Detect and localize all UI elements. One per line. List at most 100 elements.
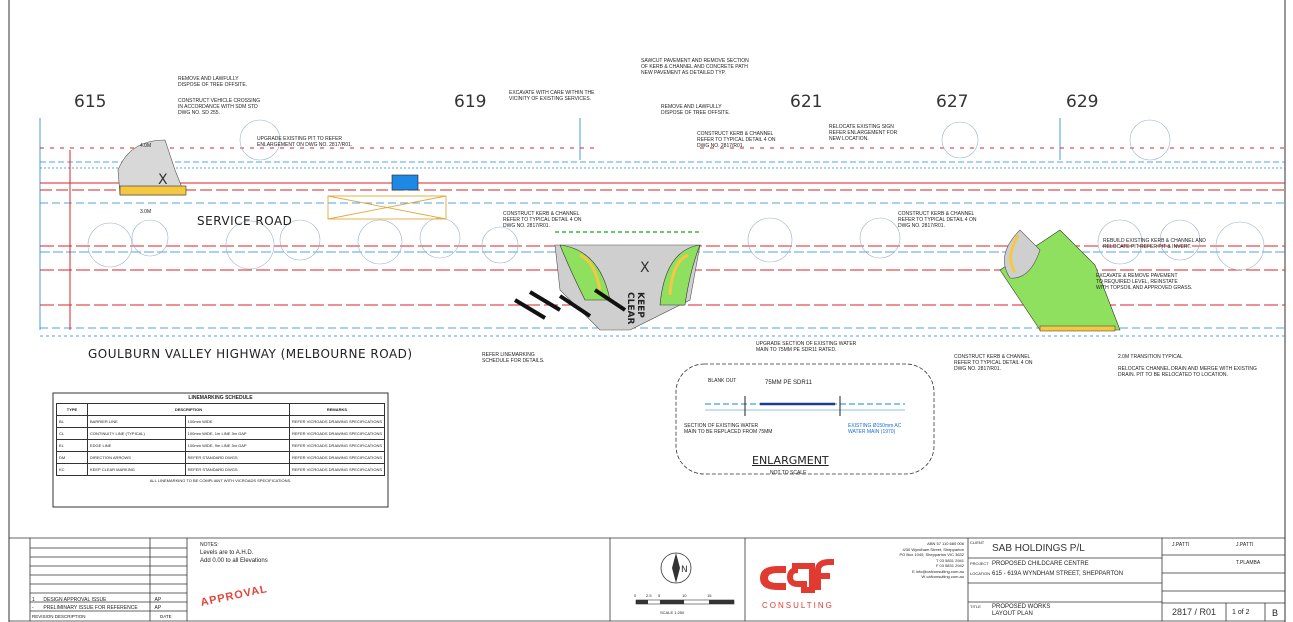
note-construct-kc-bottom: CONSTRUCT KERB & CHANNEL REFER TO TYPICA… [954, 354, 1033, 372]
note-sawcut: SAWCUT PAVEMENT AND REMOVE SECTION OF KE… [641, 58, 749, 76]
scale-tick-1: 2.5 [646, 593, 652, 598]
schedule-header-remarks: REMARKS [289, 403, 385, 416]
schedule-cell: REFER VICROADS DRAWING SPECIFICATIONS [289, 415, 385, 428]
highway-label: GOULBURN VALLEY HIGHWAY (MELBOURNE ROAD) [88, 347, 413, 361]
dimension-a: 4.0m [140, 143, 152, 149]
table-row: EL EDGE LINE 100mm WIDE, 9m LINE 3m GAP … [56, 439, 385, 452]
keep-text: KEEP [635, 292, 645, 318]
location-name: 615 - 619A WYNDHAM STREET, SHEPPARTON [992, 571, 1124, 577]
title-label: TITLE [970, 604, 981, 609]
schedule-cell: EDGE LINE [87, 439, 186, 452]
table-row: CL CONTINUITY LINE (TYPICAL) 100mm WIDE,… [56, 427, 385, 440]
note-rebuild-kc: REBUILD EXISTING KERB & CHANNEL AND RELO… [1103, 238, 1206, 250]
note-remove-tree-615: REMOVE AND LAWFULLY DISPOSE OF TREE OFFS… [178, 76, 248, 88]
approved-by: T.PLAMBA [1236, 560, 1261, 566]
north-arrow: N [660, 552, 692, 584]
schedule-header-description: DESCRIPTION [87, 403, 290, 416]
note-construct-kc-top: CONSTRUCT KERB & CHANNEL REFER TO TYPICA… [697, 131, 776, 149]
note-construct-kc-right: CONSTRUCT KERB & CHANNEL REFER TO TYPICA… [898, 211, 977, 229]
lot-number-621: 621 [790, 92, 823, 112]
enlargement-pipe [705, 396, 905, 416]
company-wordmark: CONSULTING [762, 601, 834, 610]
note-remove-tree-619: REMOVE AND LAWFULLY DISPOSE OF TREE OFFS… [661, 104, 731, 116]
lot-number-619: 619 [454, 92, 487, 112]
schedule-cell: BARRIER LINE [87, 415, 186, 428]
dimension-b: 3.0m [140, 209, 152, 215]
rev-number: 1 [32, 597, 35, 603]
schedule-cell: REFER VICROADS DRAWING SPECIFICATIONS [289, 439, 385, 452]
enlargement-title: ENLARGMENT [752, 454, 829, 467]
note-construct-kc-mid: CONSTRUCT KERB & CHANNEL REFER TO TYPICA… [503, 211, 582, 229]
note-vehicle-crossing: CONSTRUCT VEHICLE CROSSING IN ACCORDANCE… [178, 98, 261, 116]
table-row: BL BARRIER LINE 100mm WIDE REFER VICROAD… [56, 415, 385, 428]
schedule-frame [52, 392, 389, 508]
lot-number-627: 627 [936, 92, 969, 112]
removed-area [327, 195, 447, 220]
revision-row-2: - PRELIMINARY ISSUE FOR REFERENCE AP [32, 605, 182, 611]
enlargement-section-label: SECTION OF EXISTING WATER MAIN TO BE REP… [684, 423, 773, 435]
schedule-cell: REFER VICROADS DRAWING SPECIFICATIONS [289, 427, 385, 440]
table-row: DM DIRECTION ARROWS REFER STANDARD DWGS … [56, 451, 385, 464]
lot-number-615: 615 [74, 92, 107, 112]
note-relocate-drain: RELOCATE CHANNEL DRAIN AND MERGE WITH EX… [1118, 366, 1257, 378]
notes-line-1: Levels are to A.H.D. [200, 550, 254, 556]
schedule-header-type: TYPE [56, 403, 88, 416]
enlargement-frame [675, 363, 935, 475]
rev-by: AP [154, 597, 162, 603]
notes-line-2: Add 0.00 to all Elevations [200, 558, 268, 564]
revision-date-header: DATE [160, 614, 172, 619]
schedule-cell: DIRECTION ARROWS [87, 451, 186, 464]
rev-by: AP [154, 605, 162, 611]
schedule-cell: CL [56, 427, 88, 440]
revision-row-1: 1 DESIGN APPROVAL ISSUE AP [32, 597, 182, 603]
crossing-615: X [117, 139, 187, 196]
title-block-lines [9, 537, 1285, 622]
enlargement-existing-label: EXISTING Ø150mm AC WATER MAIN (1970) [848, 423, 902, 435]
note-upgrade-pit: UPGRADE EXISTING PIT TO REFER ENLARGEMEN… [257, 136, 353, 148]
svg-text:X: X [158, 172, 168, 188]
schedule-cell: CONTINUITY LINE (TYPICAL) [87, 427, 186, 440]
rev-description: DESIGN APPROVAL ISSUE [43, 597, 107, 603]
enlargement-scale: NOT TO SCALE [770, 470, 807, 476]
checked-by: J.PATTI [1236, 542, 1254, 548]
crossing-centre: X [513, 231, 701, 331]
note-excavate: EXCAVATE WITH CARE WITHIN THE VICINITY O… [509, 90, 595, 102]
schedule-header-row: TYPE DESCRIPTION REMARKS [56, 403, 385, 416]
schedule-cell: 100mm WIDE, 9m LINE 3m GAP [184, 439, 291, 452]
scale-bar [635, 599, 735, 605]
schedule-cell: KEEP CLEAR MARKING [87, 463, 186, 476]
note-relocate-sign: RELOCATE EXISTING SIGN REFER ENLARGEMENT… [829, 124, 898, 142]
schedule-cell: KC [56, 463, 88, 476]
client-name: SAB HOLDINGS P/L [992, 543, 1085, 554]
enlargement-water-label: 75mm PE SDR11 [765, 380, 812, 386]
schedule-title: LINEMARKING SCHEDULE [188, 395, 253, 401]
svg-text:X: X [640, 260, 650, 276]
table-row: KC KEEP CLEAR MARKING REFER STANDARD DWG… [56, 463, 385, 476]
revision-letter: B [1272, 608, 1279, 618]
keep-clear-marking: KEEP CLEAR [625, 292, 645, 324]
schedule-cell: BL [56, 415, 88, 428]
svg-text:N: N [681, 565, 688, 575]
project-name: PROPOSED CHILDCARE CENTRE [992, 561, 1089, 567]
rev-description: PRELIMINARY ISSUE FOR REFERENCE [43, 605, 138, 611]
schedule-cell: 100mm WIDE [184, 415, 291, 428]
note-excavate-pavement: EXCAVATE & REMOVE PAVEMENT TO REQUIRED L… [1096, 273, 1193, 291]
drawn-by: J.PATTI [1172, 542, 1190, 548]
scale-label: SCALE 1:250 [660, 610, 685, 615]
drawing-number: 2817 / R01 [1172, 607, 1217, 617]
note-upgrade-water: UPGRADE SECTION OF EXISTING WATER MAIN T… [756, 341, 857, 353]
schedule-cell: 100mm WIDE, 1m LINE 3m GAP [184, 427, 291, 440]
lot-number-629: 629 [1066, 92, 1099, 112]
service-road-label: SERVICE ROAD [197, 214, 293, 228]
revision-header: REVISION DESCRIPTION [32, 614, 86, 619]
notes-title: NOTES: [200, 542, 219, 548]
schedule-cell: REFER VICROADS DRAWING SPECIFICATIONS [289, 463, 385, 476]
schedule-cell: REFER STANDARD DWGS [184, 451, 291, 464]
company-address: ABN 57 110 680 006 4/30 Wyndham Street, … [899, 541, 965, 579]
location-label: LOCATION [970, 571, 991, 576]
sheet-number: 1 of 2 [1232, 609, 1250, 616]
project-label: PROJECT [970, 561, 989, 566]
schedule-cell: REFER VICROADS DRAWING SPECIFICATIONS [289, 451, 385, 464]
scale-tick-4: 15 [707, 593, 712, 598]
